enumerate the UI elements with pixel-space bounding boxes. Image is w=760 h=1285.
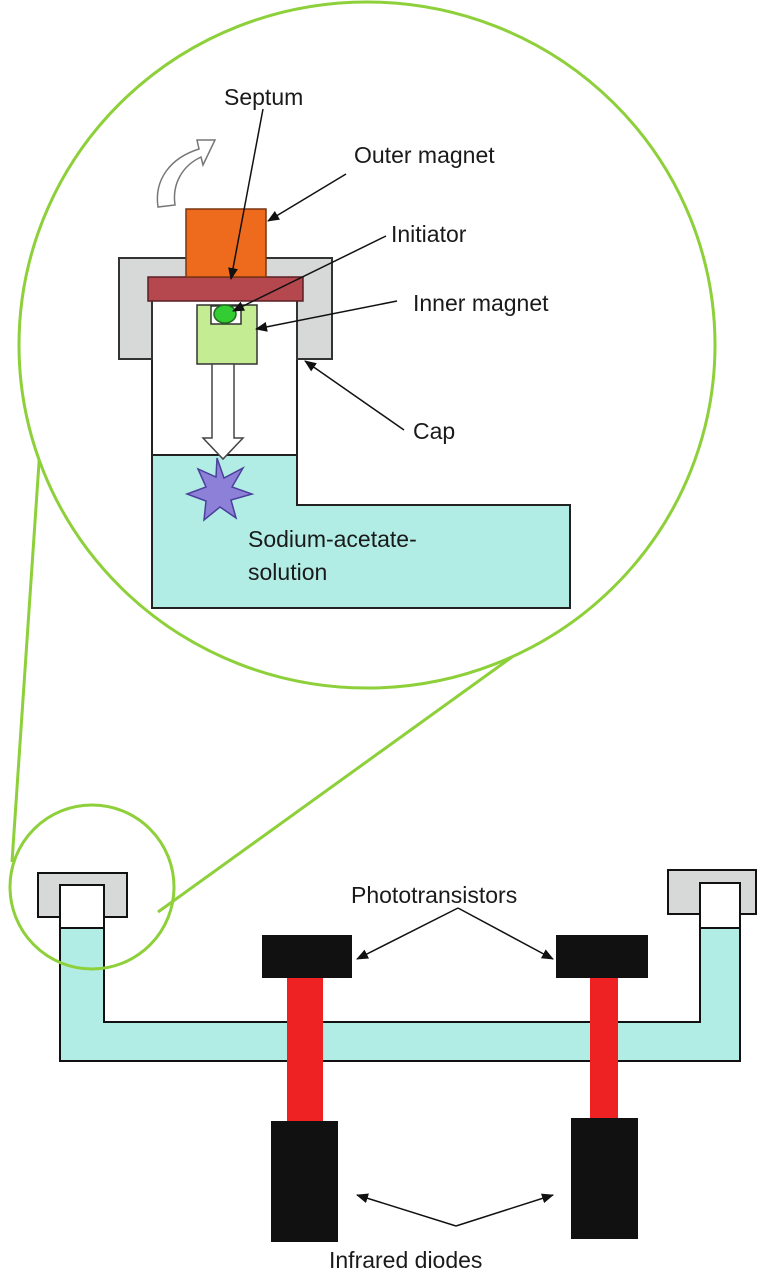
phototransistor-callout-right (457, 907, 554, 960)
outer-magnet-callout (267, 173, 347, 222)
tube-solution (61, 928, 739, 1060)
infrared-diodes-label: Infrared diodes (329, 1247, 482, 1273)
initiator-label: Initiator (391, 221, 467, 247)
inner-magnet-label: Inner magnet (413, 290, 549, 316)
solution-label-line1: Sodium-acetate- (248, 526, 417, 552)
initiator (213, 304, 237, 324)
infrared-diode-left (271, 1121, 338, 1242)
infrared-diode-right (571, 1118, 638, 1239)
septum-callout (228, 108, 264, 280)
apparatus-overview: Phototransistors Infrared diodes (8, 803, 757, 1273)
ir-beam-right (590, 978, 618, 1124)
diode-callout-right (455, 1193, 554, 1227)
left-cap (37, 872, 128, 918)
septum (147, 276, 304, 302)
phototransistor-left (262, 935, 352, 978)
zoom-detail: Septum Outer magnet Initiator Inner magn… (10, 0, 717, 914)
cap-callout (304, 360, 405, 431)
ir-beam-left (287, 978, 323, 1124)
septum-label: Septum (224, 84, 303, 110)
tube-inner-line (103, 928, 701, 1023)
right-cap (667, 869, 757, 915)
zoom-source-circle (8, 803, 176, 971)
inner-magnet-callout (255, 300, 398, 332)
outer-magnet-label: Outer magnet (354, 142, 495, 168)
outer-magnet (185, 208, 267, 278)
solution-fill (153, 455, 569, 607)
crystallization-star (184, 457, 255, 522)
phototransistor-right (556, 935, 648, 978)
solution-label-line2: solution (248, 559, 327, 585)
diode-callout-left (356, 1193, 457, 1227)
rotation-arrow-icon (156, 139, 217, 208)
cap-label: Cap (413, 418, 455, 444)
phototransistor-callout-left (356, 907, 459, 960)
drop-arrow (201, 363, 245, 461)
initiator-callout (232, 235, 387, 312)
phototransistors-label: Phototransistors (351, 882, 517, 908)
